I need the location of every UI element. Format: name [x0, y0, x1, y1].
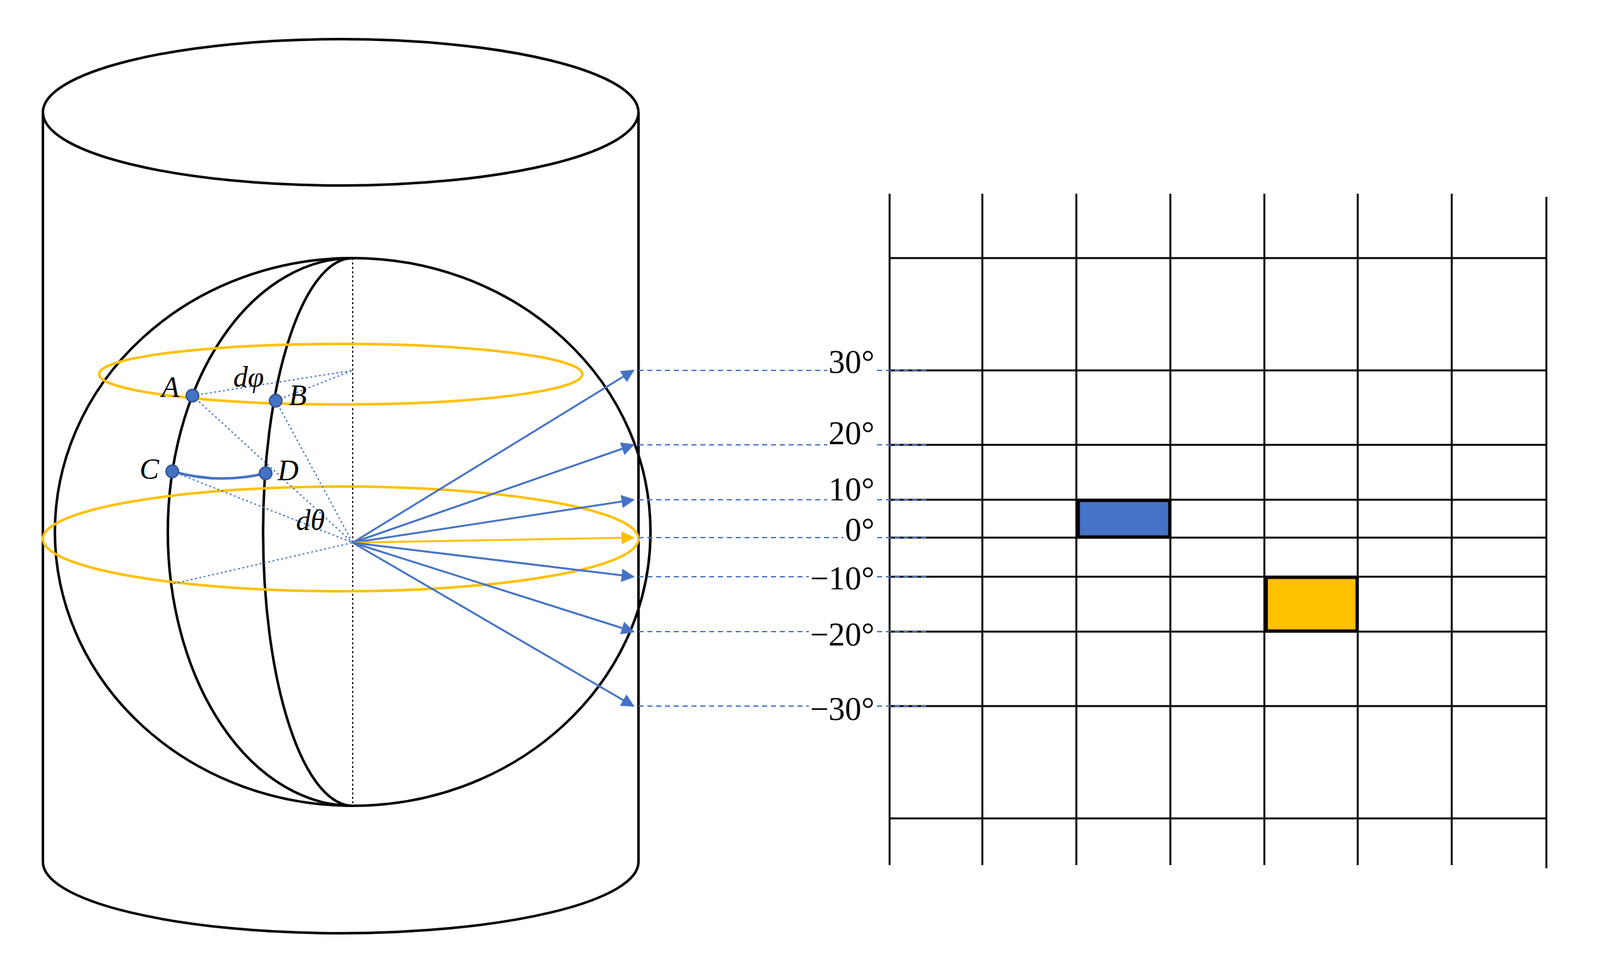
projection-arrows [352, 370, 634, 706]
radius-line [173, 542, 353, 584]
projection-dash [638, 499, 929, 501]
grid-line [889, 536, 1547, 539]
cylinder-side [41, 112, 45, 862]
points [165, 389, 283, 480]
latitude-circle [99, 343, 583, 405]
meridian [263, 258, 353, 806]
radius-line [275, 400, 353, 543]
point [186, 389, 199, 402]
arc-cd [172, 471, 266, 479]
projection-arrow [352, 537, 634, 543]
cylinder-top [42, 39, 639, 186]
projection-dash [638, 536, 929, 539]
radius-line [192, 370, 353, 396]
grid-line [889, 630, 1547, 633]
projection-arrow [352, 370, 634, 543]
latitude-label: 30° [827, 345, 876, 379]
grid-line [889, 499, 1547, 501]
grid-line [981, 193, 984, 865]
point [269, 394, 283, 407]
latitude-label: −10° [808, 562, 876, 595]
point [165, 464, 179, 478]
grid [889, 193, 1547, 869]
radius-lines [172, 370, 353, 584]
cylinder-side [637, 112, 640, 862]
projection-arrow [352, 542, 634, 706]
grid-line [889, 576, 1547, 578]
grid-line [1357, 193, 1359, 865]
projection-arrow [352, 542, 634, 632]
latitude-label: 0° [843, 513, 876, 547]
point-label: B [287, 381, 308, 411]
grid-cell-orange [1266, 577, 1358, 631]
point-label: dθ [294, 505, 327, 536]
equator-circle [42, 486, 639, 592]
latitude-label: 20° [827, 417, 876, 450]
projection-arrow [352, 542, 634, 577]
radius-line [275, 370, 353, 401]
projection-dash [638, 576, 929, 578]
sphere-outline [54, 258, 651, 806]
grid-line [889, 444, 1547, 447]
latitude-label: 10° [827, 473, 876, 506]
point-label: C [138, 454, 161, 484]
latitude-circles [42, 343, 639, 592]
grid-line [889, 369, 1547, 372]
point [259, 466, 272, 480]
projection-dash [638, 630, 929, 633]
grid-line [1451, 193, 1453, 865]
grid-line [889, 705, 1547, 708]
projection-arrow [352, 444, 634, 543]
sphere-axis [352, 258, 354, 806]
projection-dashes [638, 370, 929, 706]
sphere [54, 258, 651, 806]
point-label: A [160, 372, 181, 402]
point-label: D [276, 456, 300, 486]
radius-line [192, 395, 353, 543]
latitude-label: −20° [808, 618, 876, 652]
projection-arrow [352, 499, 634, 543]
grid-line [1545, 196, 1548, 869]
grid-line [889, 817, 1547, 820]
latitude-label: −30° [808, 692, 876, 726]
meridian [167, 258, 353, 806]
projection-dash [638, 705, 929, 707]
grid-line [889, 257, 1547, 260]
projection-dash [638, 369, 929, 371]
projection-dash [638, 444, 929, 446]
grid-cell-blue [1078, 500, 1170, 537]
radius-line [172, 471, 353, 543]
cylinder-bottom [42, 861, 639, 934]
point-label: dφ [232, 362, 265, 392]
grid-line [888, 193, 891, 865]
cylinder [42, 39, 639, 934]
grid-line [1263, 193, 1266, 865]
